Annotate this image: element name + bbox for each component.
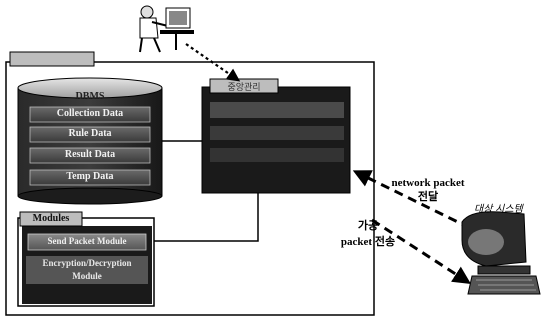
module-encryption-label: Encryption/Decryption [26, 258, 148, 268]
central-management-box [202, 79, 350, 193]
system-frame-tab [10, 52, 94, 66]
dbms-row-rule-label: Rule Data [30, 128, 150, 139]
network-packet-label-line2: 전달 [388, 190, 468, 204]
network-packet-label: network packet 전달 [388, 176, 468, 204]
target-computer-icon [462, 212, 540, 294]
central-band-1 [210, 102, 344, 118]
network-packet-label-line1: network packet [388, 176, 468, 190]
dbms-title: DBMS [62, 91, 118, 102]
modules-title: Modules [22, 213, 80, 224]
central-band-2 [210, 126, 344, 140]
dbms-row-temp-label: Temp Data [30, 171, 150, 182]
target-system-label: 대상 시스템 [474, 200, 540, 215]
dbms-row-collection-label: Collection Data [30, 108, 150, 119]
processed-packet-label-line1: 가공 [330, 218, 406, 234]
dbms-row-result-label: Result Data [30, 149, 150, 160]
central-box-tab-label: 중앙관리 [212, 80, 276, 93]
processed-packet-label-line2: packet 전송 [330, 234, 406, 250]
module-send-packet-label: Send Packet Module [28, 236, 146, 246]
central-band-3 [210, 148, 344, 162]
module-encryption-label-2: Module [26, 271, 148, 281]
processed-packet-label: 가공 packet 전송 [330, 218, 406, 250]
modules-to-central-connector [154, 193, 258, 241]
